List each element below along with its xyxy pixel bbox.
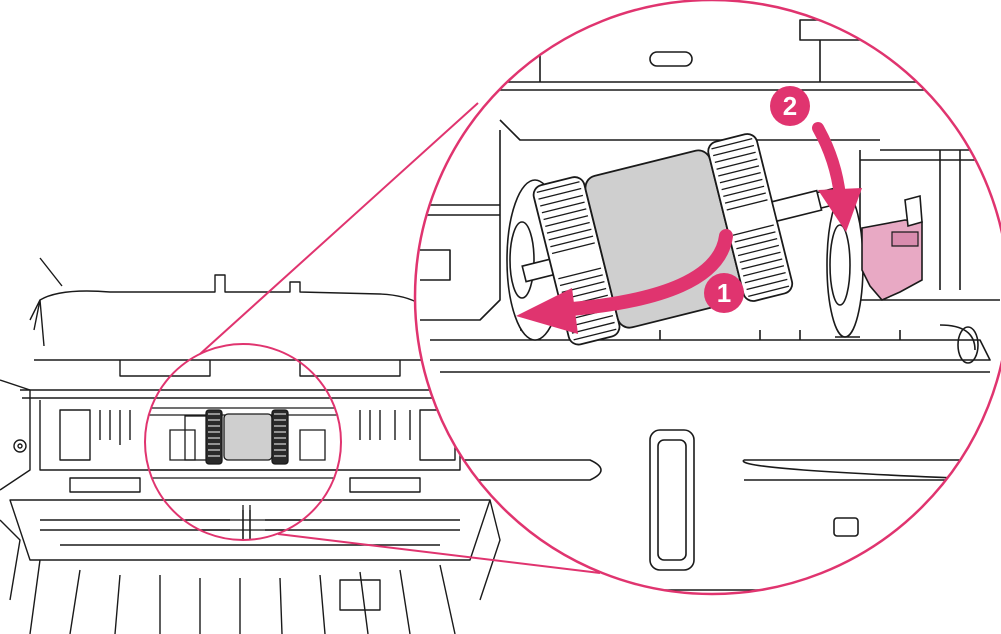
rotate-arrow-1: [516, 229, 733, 334]
detail-source-circle: [144, 343, 342, 541]
step-1-number: 1: [717, 278, 731, 308]
step-2-callout: 2: [770, 86, 810, 126]
magnified-view: [415, 0, 1001, 594]
pickup-roller: [521, 133, 838, 346]
small-detail-area: [145, 407, 341, 540]
right-idle-wheel: [826, 192, 864, 338]
push-down-arrow-2: [812, 122, 862, 232]
small-roller: [205, 409, 289, 465]
pink-latch: [861, 194, 923, 301]
zoom-connector-lines: [199, 102, 601, 574]
step-2-number: 2: [783, 91, 797, 121]
magnified-circle-border: [413, 0, 1001, 596]
step-1-callout: 1: [704, 273, 744, 313]
